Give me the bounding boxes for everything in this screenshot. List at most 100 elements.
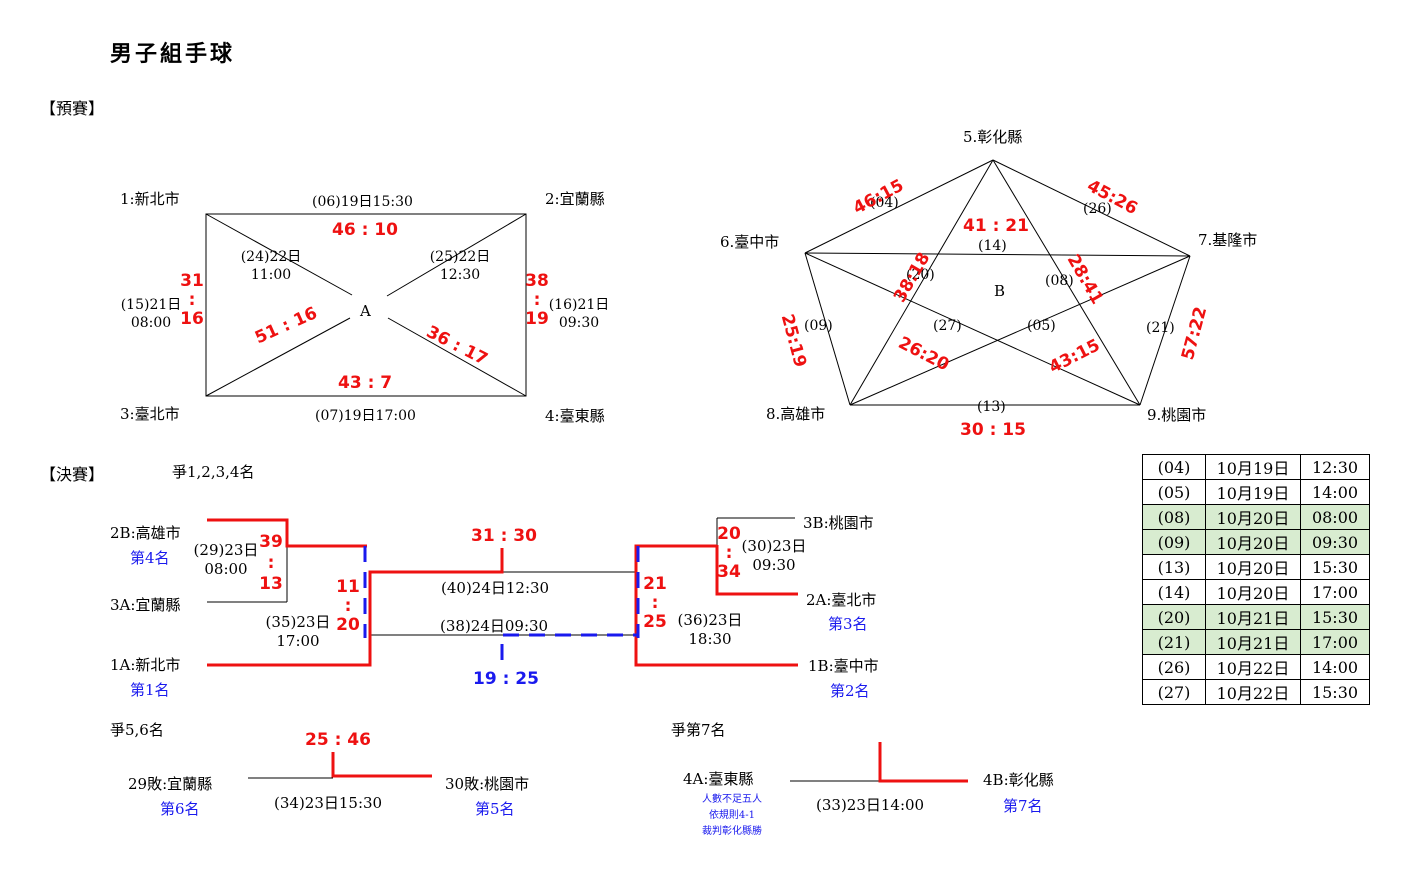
game-20-no: (20): [906, 267, 935, 283]
schedule-game: (21): [1142, 629, 1206, 655]
game-38-info: (38)24日09:30: [440, 617, 549, 635]
schedule-date: 10月20日: [1205, 579, 1301, 605]
schedule-game: (04): [1142, 454, 1206, 480]
prelim-heading: 【預賽】: [40, 99, 105, 118]
group-a-label: A: [360, 302, 371, 320]
game-21-no: (21): [1146, 320, 1175, 336]
team-b6: 6.臺中市: [720, 233, 780, 251]
diag-25-b: [387, 317, 527, 397]
game-40-score: 31 : 30: [471, 526, 537, 546]
schedule-game: (26): [1142, 654, 1206, 680]
place-56-right-rank: 第5名: [475, 800, 515, 818]
team-2a: 2A:臺北市: [806, 591, 877, 609]
schedule-game: (14): [1142, 579, 1206, 605]
game-26-no: (26): [1083, 201, 1112, 217]
team-a1: 1:新北市: [120, 190, 180, 208]
team-3b: 3B:桃園市: [803, 514, 874, 532]
page-title: 男子組手球: [110, 41, 236, 67]
game-30-score: 20:34: [717, 524, 741, 582]
rank-1b: 第2名: [830, 682, 870, 700]
schedule-time: 08:00: [1300, 504, 1370, 530]
team-1b: 1B:臺中市: [808, 657, 879, 675]
schedule-date: 10月21日: [1205, 604, 1301, 630]
game-04-no: (04): [870, 195, 899, 211]
schedule-date: 10月20日: [1205, 504, 1301, 530]
schedule-date: 10月22日: [1205, 654, 1301, 680]
schedule-date: 10月20日: [1205, 554, 1301, 580]
schedule-game: (09): [1142, 529, 1206, 555]
team-a3: 3:臺北市: [120, 405, 180, 423]
place-7-heading: 爭第7名: [671, 721, 726, 739]
schedule-date: 10月22日: [1205, 679, 1301, 705]
schedule-game: (13): [1142, 554, 1206, 580]
diag-25-a: [386, 213, 527, 297]
group-a-lines: [205, 213, 527, 397]
finals-heading: 【決賽】: [40, 465, 105, 484]
schedule-game: (27): [1142, 679, 1206, 705]
schedule-time: 09:30: [1300, 529, 1370, 555]
game-08-no: (08): [1045, 273, 1074, 289]
game-36-score: 21:25: [643, 574, 667, 632]
team-1a: 1A:新北市: [110, 656, 181, 674]
place-7-right-rank: 第7名: [1003, 797, 1043, 815]
game-07-score: 43 : 7: [338, 373, 393, 393]
team-a4: 4:臺東縣: [545, 407, 605, 425]
team-b9: 9.桃園市: [1147, 406, 1207, 424]
game-16-score: 38:19: [525, 271, 549, 329]
game-15-score: 31:16: [180, 271, 204, 329]
team-b8: 8.高雄市: [766, 405, 826, 423]
schedule-time: 17:00: [1300, 629, 1370, 655]
finals-loss-lines: [363, 546, 640, 660]
schedule-game: (08): [1142, 504, 1206, 530]
team-b5: 5.彰化縣: [963, 128, 1023, 146]
schedule-time: 15:30: [1300, 554, 1370, 580]
place-56-heading: 爭5,6名: [110, 721, 164, 739]
place-56-info: (34)23日15:30: [274, 794, 383, 812]
schedule-time: 17:00: [1300, 579, 1370, 605]
game-13-no: (13): [977, 399, 1006, 415]
schedule-time: 15:30: [1300, 604, 1370, 630]
place-7-right-team: 4B:彰化縣: [983, 771, 1054, 789]
schedule-time: 12:30: [1300, 454, 1370, 480]
schedule-date: 10月21日: [1205, 629, 1301, 655]
place-56-right-team: 30敗:桃園市: [445, 775, 530, 793]
group-b-label: B: [994, 282, 1006, 300]
schedule-time: 15:30: [1300, 679, 1370, 705]
game-29-score: 39:13: [259, 532, 283, 594]
schedule-date: 10月20日: [1205, 529, 1301, 555]
team-a2: 2:宜蘭縣: [545, 190, 605, 208]
game-35-score: 11:20: [336, 577, 360, 635]
schedule-game: (05): [1142, 479, 1206, 505]
place-7-info: (33)23日14:00: [816, 796, 925, 814]
schedule-date: 10月19日: [1205, 479, 1301, 505]
game-14-no: (14): [978, 238, 1007, 254]
rank-2b: 第4名: [130, 549, 170, 567]
team-b7: 7.基隆市: [1198, 231, 1258, 249]
game-06-info: (06)19日15:30: [312, 194, 413, 210]
game-14-score: 41 : 21: [963, 216, 1029, 236]
game-27-no: (27): [933, 318, 962, 334]
diag-24-a: [205, 213, 353, 296]
game-38-score: 19 : 25: [473, 669, 539, 689]
finals-subheading: 爭1,2,3,4名: [172, 463, 255, 481]
finals-win-lines: [207, 518, 968, 783]
